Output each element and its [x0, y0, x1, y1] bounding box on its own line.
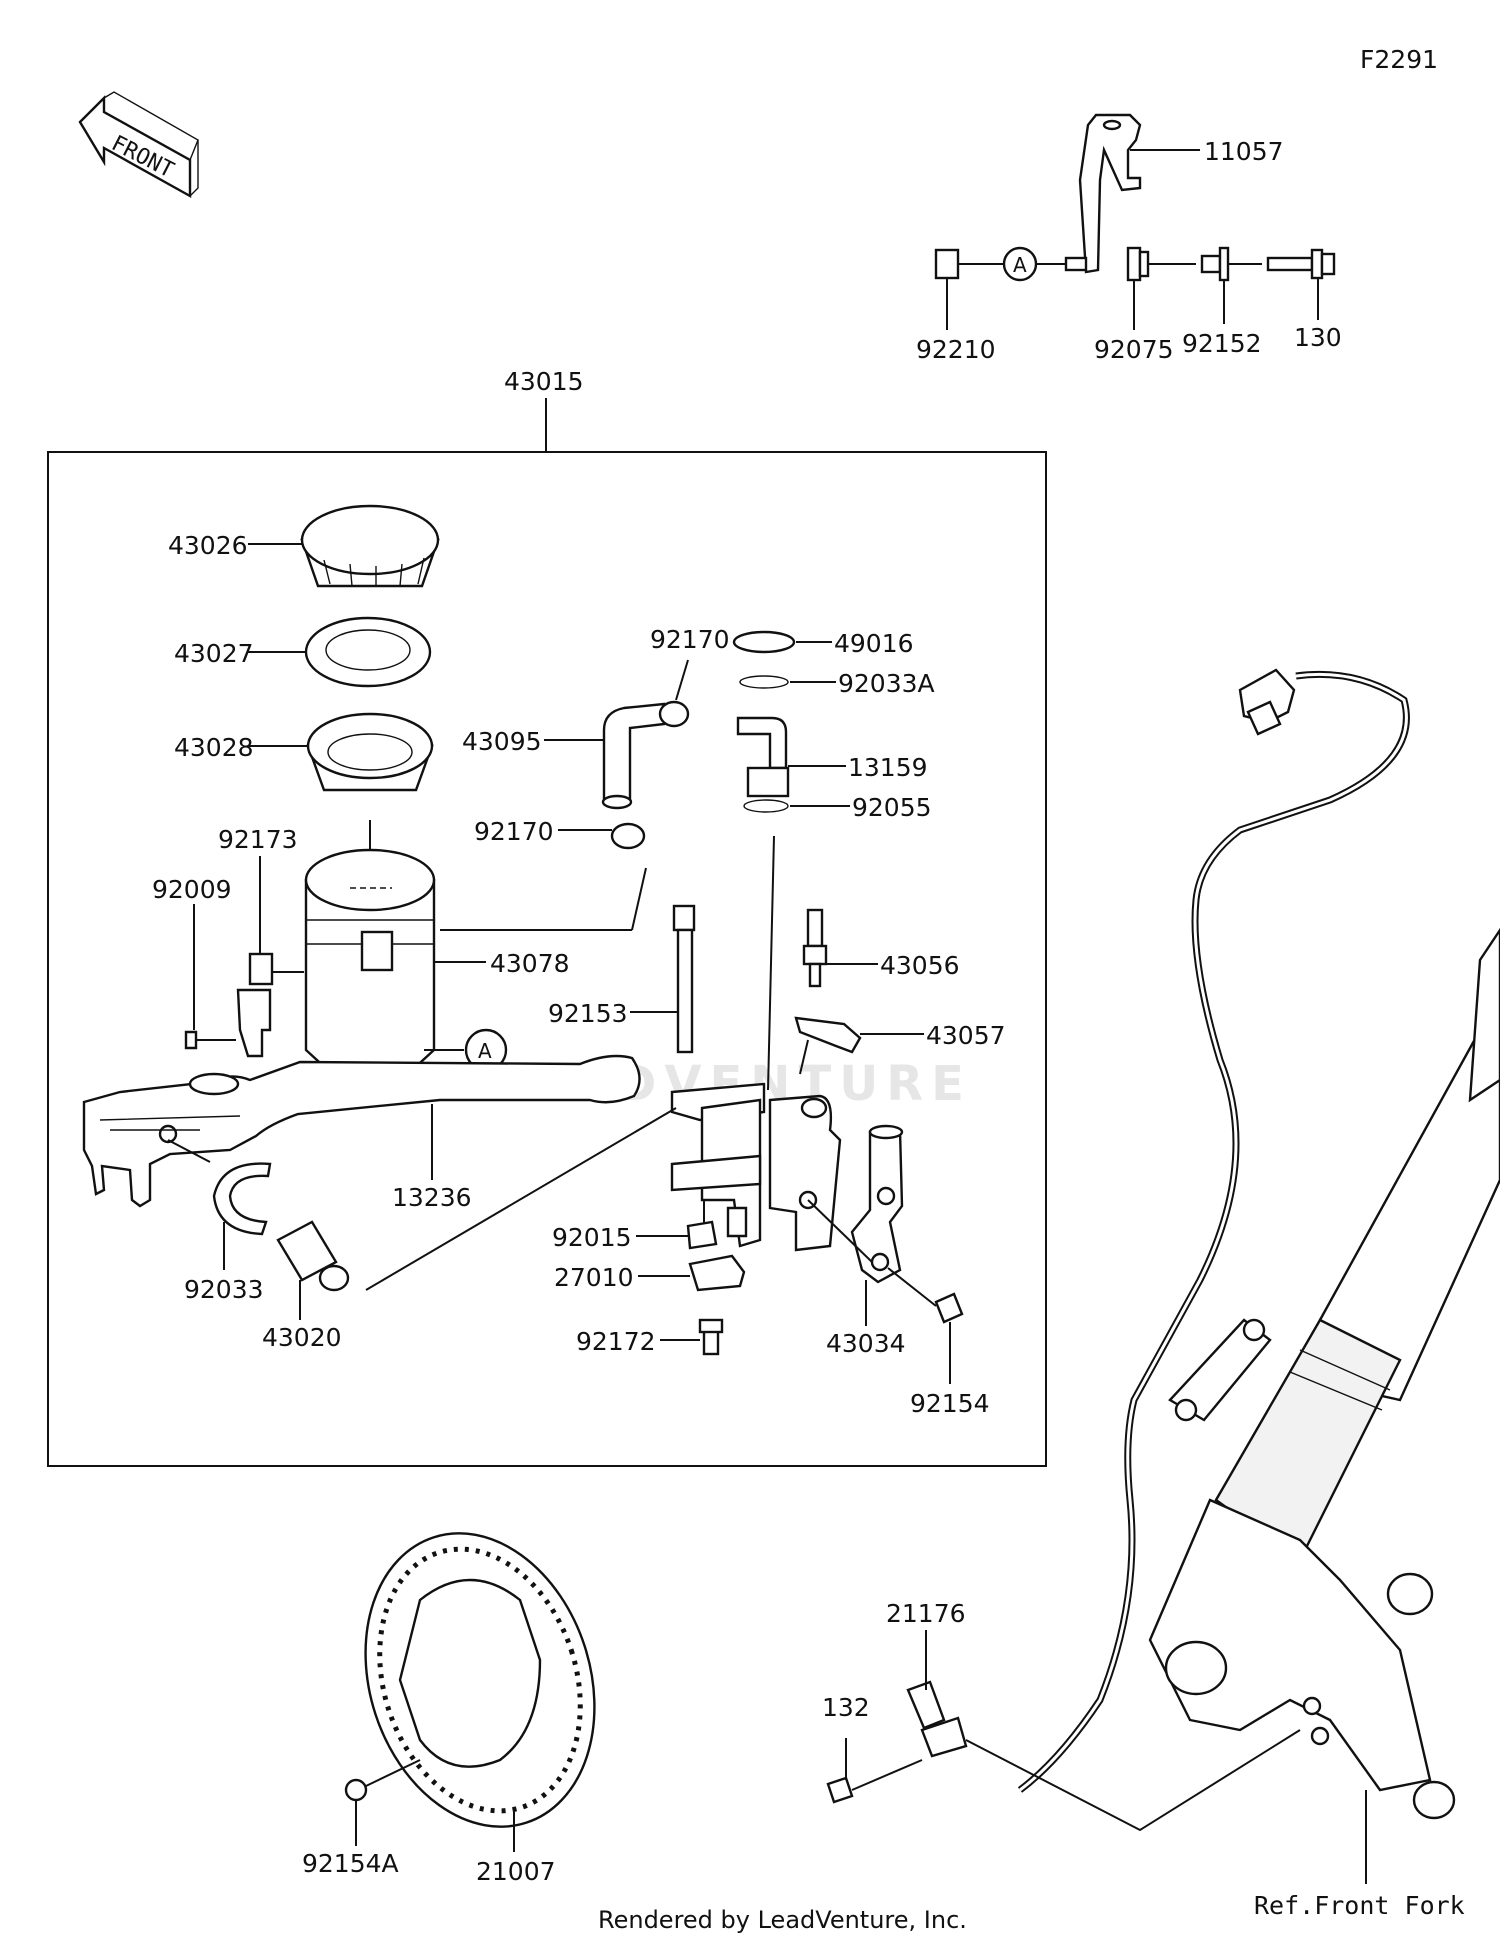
front-fork	[1148, 927, 1500, 1820]
label-92154: 92154	[910, 1389, 990, 1418]
footer-credit: Rendered by LeadVenture, Inc.	[598, 1906, 967, 1934]
abs-sensor	[826, 1680, 968, 1804]
label-92055: 92055	[852, 793, 932, 822]
label-92153: 92153	[548, 999, 628, 1028]
front-arrow-icon: FRONT	[78, 91, 199, 199]
handlebar-clamp	[850, 1124, 904, 1284]
ref-marker-a-top: A	[1013, 253, 1027, 277]
label-92033: 92033	[184, 1275, 264, 1304]
assembly-box	[47, 451, 1047, 1467]
brake-lever	[82, 1054, 641, 1208]
label-92170-lower: 92170	[474, 817, 554, 846]
clamp-bolt	[934, 1292, 964, 1324]
label-92033A: 92033A	[838, 669, 935, 698]
diagram-code: F2291	[1360, 45, 1438, 74]
diaphragm-plate	[304, 616, 432, 688]
label-21176: 21176	[886, 1599, 966, 1628]
label-43034: 43034	[826, 1329, 906, 1358]
label-92170-upper: 92170	[650, 625, 730, 654]
label-92009: 92009	[152, 875, 232, 904]
reservoir-cap	[300, 504, 440, 588]
label-49016: 49016	[834, 629, 914, 658]
circlip	[212, 1162, 272, 1236]
label-13236: 13236	[392, 1183, 472, 1212]
bleeder-group	[794, 908, 862, 1054]
label-43078: 43078	[490, 949, 570, 978]
label-43027: 43027	[174, 639, 254, 668]
label-43020: 43020	[262, 1323, 342, 1352]
label-132: 132	[822, 1693, 870, 1722]
label-43095: 43095	[462, 727, 542, 756]
label-13159: 13159	[848, 753, 928, 782]
pivot-bolt	[672, 904, 696, 1054]
label-130: 130	[1294, 323, 1342, 352]
ref-front-fork: Ref.Front Fork	[1254, 1891, 1465, 1920]
switch-group	[686, 1200, 746, 1356]
reservoir-hose	[601, 700, 690, 850]
abs-sensor-harness	[1017, 668, 1410, 1793]
label-43056: 43056	[880, 951, 960, 980]
label-11057: 11057	[1204, 137, 1284, 166]
master-cylinder-body	[670, 1082, 842, 1252]
label-43026: 43026	[168, 531, 248, 560]
push-rod	[276, 1220, 350, 1292]
abs-rotor	[344, 1532, 596, 1828]
label-92152: 92152	[1182, 329, 1262, 358]
label-92210: 92210	[916, 335, 996, 364]
label-43057: 43057	[926, 1021, 1006, 1050]
reservoir-bracket	[184, 952, 304, 1058]
label-21007: 21007	[476, 1857, 556, 1886]
hose-fitting-group	[732, 630, 796, 813]
label-92154A: 92154A	[302, 1849, 399, 1878]
label-92172: 92172	[576, 1327, 656, 1356]
diaphragm	[306, 712, 434, 792]
label-27010: 27010	[554, 1263, 634, 1292]
label-92173: 92173	[218, 825, 298, 854]
label-92015: 92015	[552, 1223, 632, 1252]
reservoir-body	[304, 848, 436, 1094]
label-43015: 43015	[504, 367, 584, 396]
ref-marker-a-main: A	[478, 1039, 492, 1063]
bracket-assembly: A	[934, 113, 1336, 330]
label-43028: 43028	[174, 733, 254, 762]
label-92075: 92075	[1094, 335, 1174, 364]
